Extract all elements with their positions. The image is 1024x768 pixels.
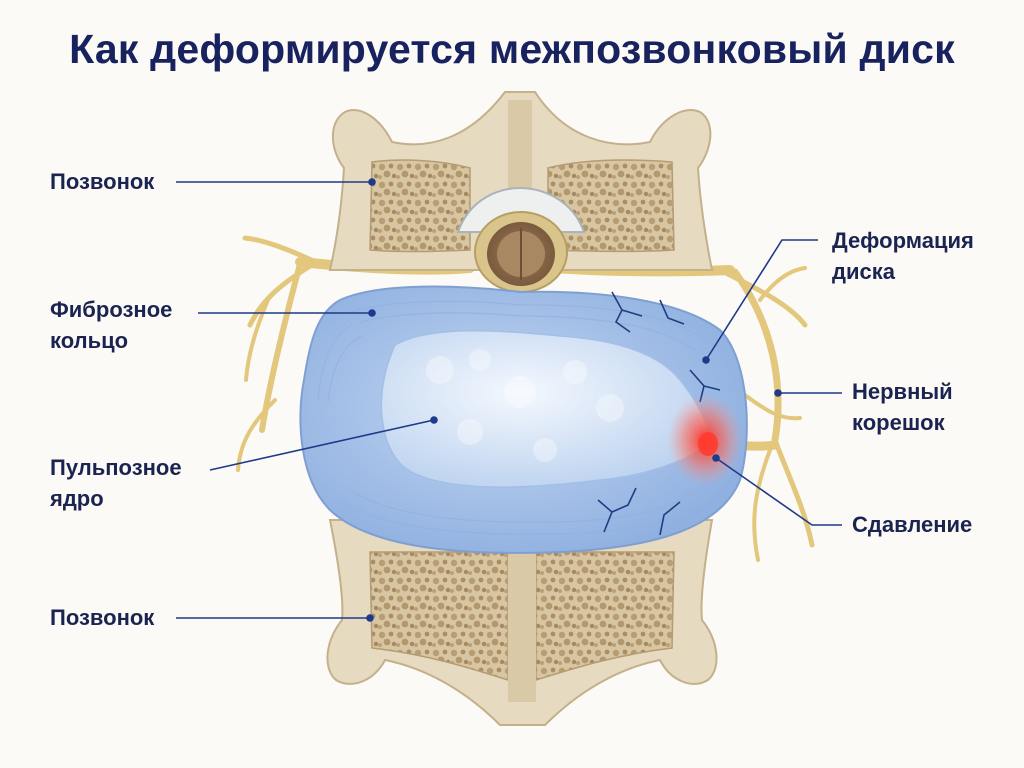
label-nucleus: Пульпозное ядро: [50, 452, 182, 514]
label-vertebra-top: Позвонок: [50, 166, 154, 197]
compression-hotspot: [667, 394, 743, 486]
upper-vertebra: [328, 91, 714, 271]
label-deformation-line1: Деформация: [832, 228, 974, 253]
label-nucleus-line2: ядро: [50, 486, 104, 511]
label-compression-text: Сдавление: [852, 512, 973, 537]
label-deformation-line2: диска: [832, 259, 895, 284]
label-annulus-line2: кольцо: [50, 328, 129, 353]
page-title: Как деформируется межпозвонковый диск: [69, 26, 955, 72]
leader-lines: [176, 178, 842, 622]
label-deformation: Деформация диска: [832, 225, 974, 287]
label-nerve-root-line2: корешок: [852, 410, 945, 435]
label-nerve-root-line1: Нервный: [852, 379, 953, 404]
label-compression: Сдавление: [852, 509, 972, 540]
label-nucleus-line1: Пульпозное: [50, 455, 182, 480]
nucleus-pulposus: [380, 329, 713, 488]
label-vertebra-bottom: Позвонок: [50, 602, 154, 633]
lower-vertebra: [326, 519, 718, 726]
label-vertebra-bottom-text: Позвонок: [50, 605, 155, 630]
label-annulus: Фиброзное кольцо: [50, 294, 172, 356]
label-nerve-root: Нервный корешок: [852, 376, 953, 438]
spinal-cord: [474, 211, 568, 293]
label-annulus-line1: Фиброзное: [50, 297, 173, 322]
label-vertebra-top-text: Позвонок: [50, 169, 155, 194]
